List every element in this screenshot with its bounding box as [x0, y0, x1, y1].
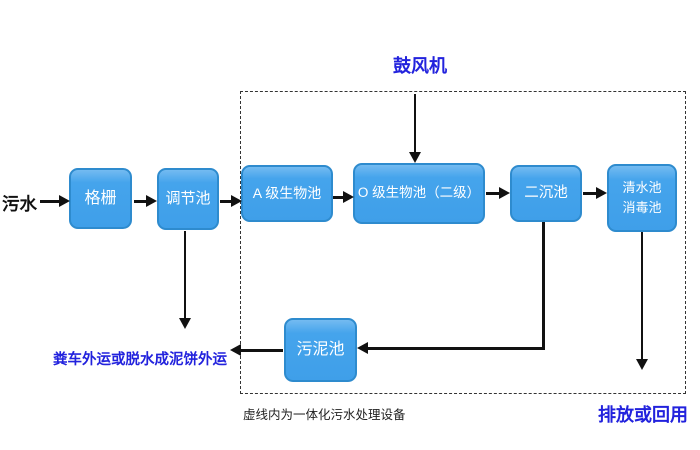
node-a-bio-tank-label: A 级生物池 [252, 184, 322, 201]
node-a-bio-tank: A 级生物池 [241, 165, 333, 222]
arrow-grid-to-regulating [134, 195, 157, 207]
arrow-a-bio-to-o-bio [333, 191, 354, 203]
discharge-or-reuse-label: 排放或回用 [598, 405, 688, 425]
node-disinfection-tank-label: 消毒池 [622, 200, 662, 215]
sludge-disposal-label: 粪车外运或脱水成泥饼外运 [53, 352, 227, 368]
influent-label: 污水 [2, 194, 37, 214]
node-grid: 格栅 [69, 168, 132, 229]
arrow-o-bio-to-sedimentation [486, 187, 510, 199]
node-sludge-tank: 污泥池 [284, 318, 357, 382]
node-secondary-sedimentation-tank-label: 二沉池 [524, 185, 568, 202]
node-sludge-tank-label: 污泥池 [296, 341, 345, 358]
blower-label: 鼓风机 [393, 56, 447, 76]
arrow-blower-to-o-bio [408, 94, 421, 163]
arrow-sedimentation-to-sludge [357, 342, 545, 354]
node-clear-water-tank-label: 清水池 [622, 180, 662, 195]
node-regulating-tank-label: 调节池 [165, 189, 211, 207]
arrow-regulating-to-sludge-disposal [178, 231, 191, 329]
node-o-bio-tank: O 级生物池（二级） [353, 163, 485, 224]
line-sedimentation-to-sludge-vertical [542, 222, 545, 350]
arrow-regulating-to-a-bio [220, 195, 242, 207]
arrow-sludge-to-disposal [230, 344, 283, 356]
boundary-caption: 虚线内为一体化污水处理设备 [243, 408, 406, 422]
node-grid-label: 格栅 [84, 189, 117, 207]
node-clear-water-disinfection-tank: 清水池 消毒池 [607, 164, 677, 232]
node-o-bio-tank-label: O 级生物池（二级） [357, 185, 481, 201]
arrow-influent-to-grid [40, 195, 70, 207]
integrated-equipment-dashed-boundary [240, 91, 686, 394]
node-secondary-sedimentation-tank: 二沉池 [510, 165, 582, 222]
arrow-sedimentation-to-clear-water [583, 187, 607, 199]
node-regulating-tank: 调节池 [157, 168, 219, 230]
arrow-clear-water-to-discharge [635, 232, 648, 370]
